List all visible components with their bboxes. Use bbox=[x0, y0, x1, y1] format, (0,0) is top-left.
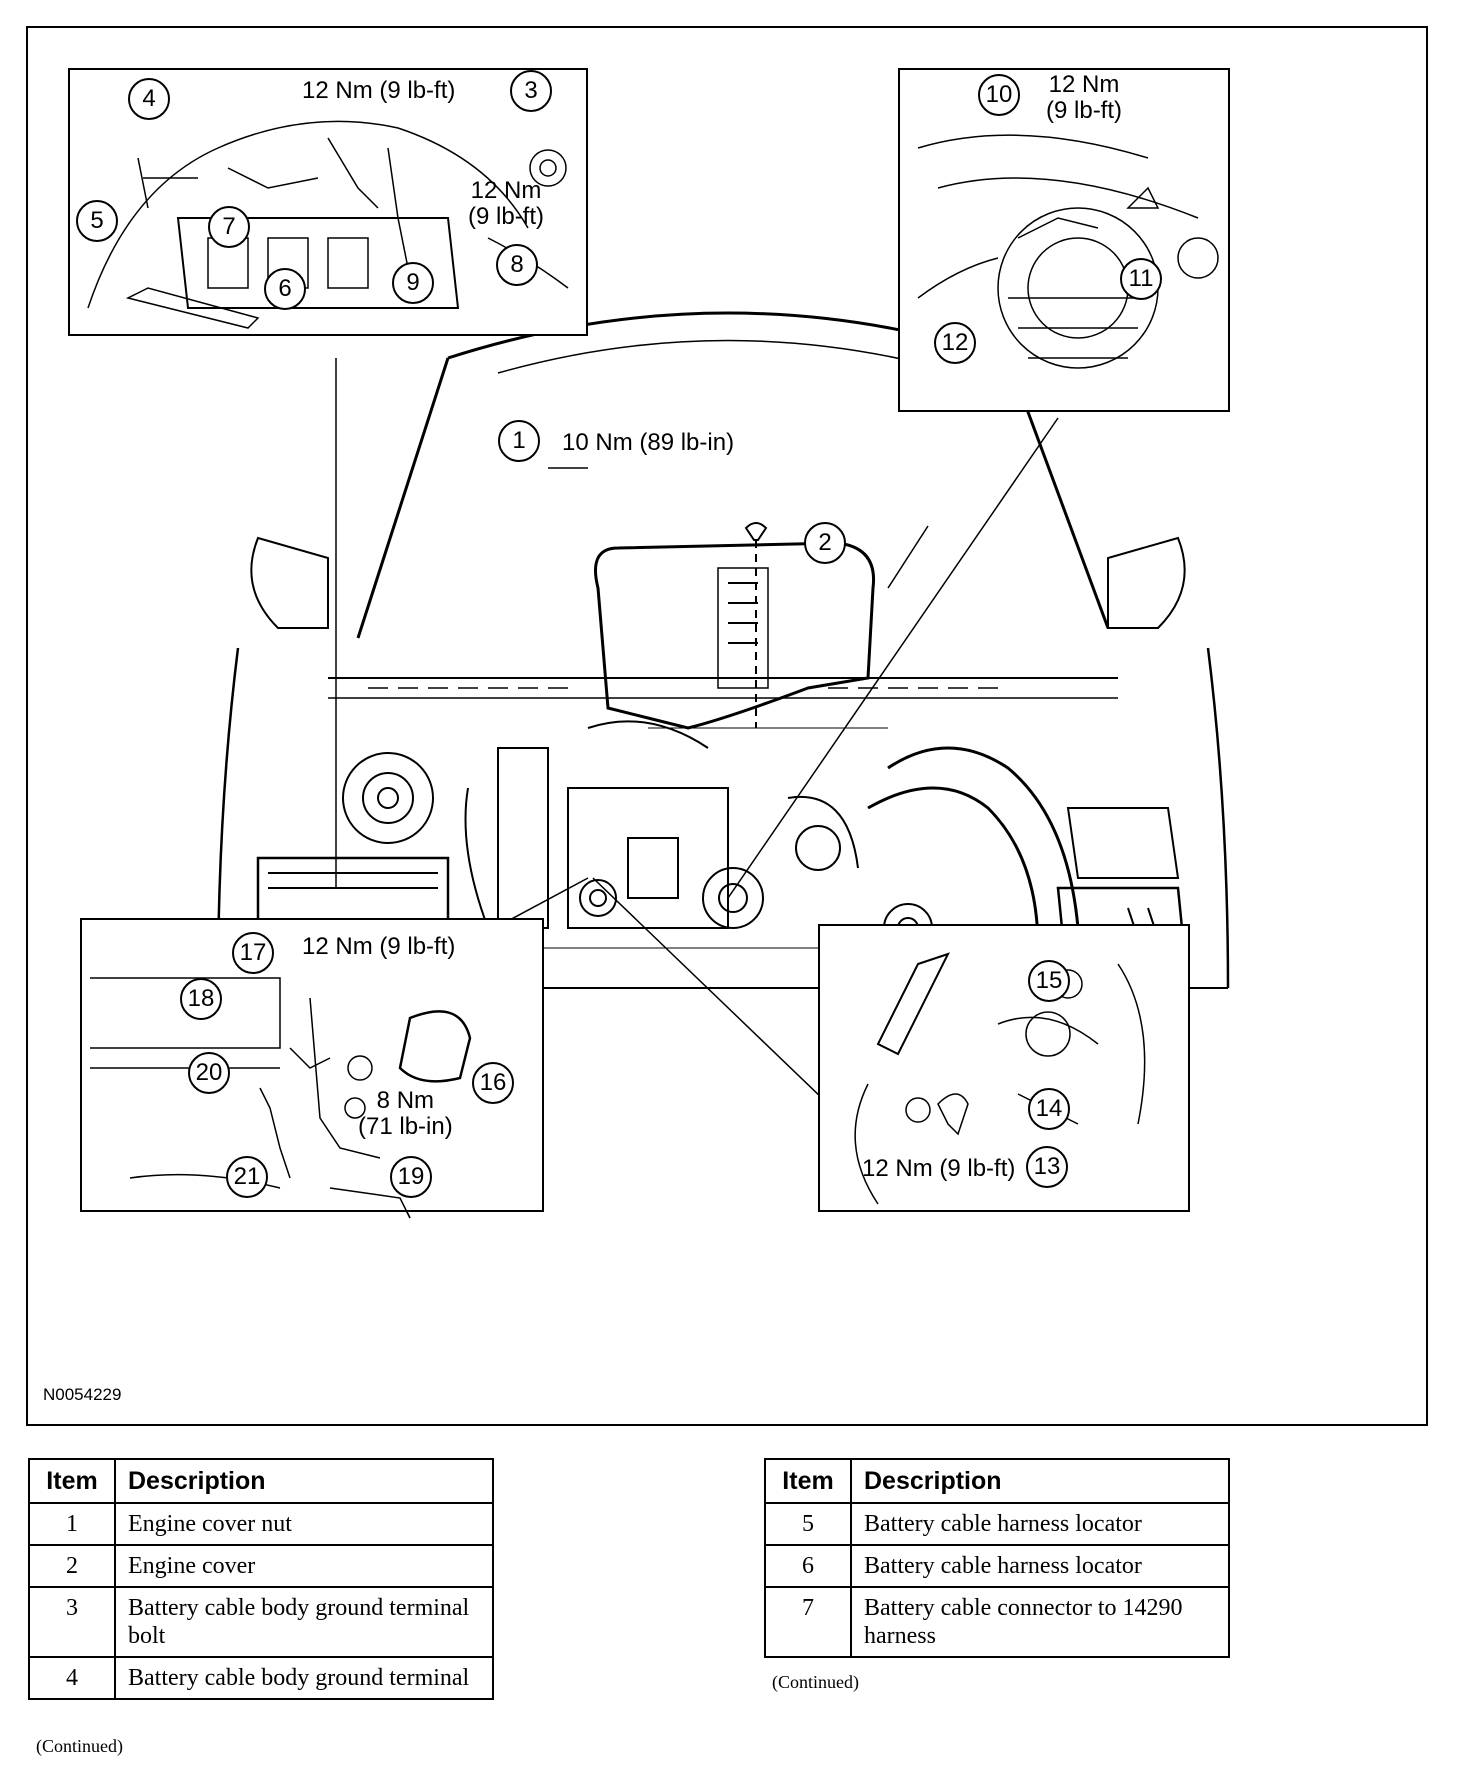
header-description: Description bbox=[114, 1458, 494, 1504]
item-number: 6 bbox=[764, 1544, 852, 1588]
callout-6: 6 bbox=[264, 268, 306, 310]
callout-16: 16 bbox=[472, 1062, 514, 1104]
callout-2: 2 bbox=[804, 522, 846, 564]
table-row: 4 Battery cable body ground terminal bbox=[28, 1656, 494, 1700]
callout-18: 18 bbox=[180, 978, 222, 1020]
item-description: Battery cable harness locator bbox=[850, 1502, 1230, 1546]
callout-9: 9 bbox=[392, 262, 434, 304]
callout-17: 17 bbox=[232, 932, 274, 974]
item-description: Engine cover bbox=[114, 1544, 494, 1588]
callout-5: 5 bbox=[76, 200, 118, 242]
callout-11: 11 bbox=[1120, 258, 1162, 300]
callout-20: 20 bbox=[188, 1052, 230, 1094]
callout-3: 3 bbox=[510, 70, 552, 112]
figure-id: N0054229 bbox=[43, 1385, 122, 1404]
item-description: Battery cable connector to 14290 harness bbox=[850, 1586, 1230, 1658]
inset-cable-harness bbox=[818, 924, 1190, 1212]
table-row: 1 Engine cover nut bbox=[28, 1502, 494, 1546]
header-description: Description bbox=[850, 1458, 1230, 1504]
callout-19: 19 bbox=[390, 1156, 432, 1198]
callout-13: 13 bbox=[1026, 1146, 1068, 1188]
callout-1: 1 bbox=[498, 420, 540, 462]
continued-note-right: (Continued) bbox=[772, 1672, 859, 1692]
header-item: Item bbox=[28, 1458, 116, 1504]
table-row: 3 Battery cable body ground terminal bol… bbox=[28, 1586, 494, 1658]
callout-8: 8 bbox=[496, 244, 538, 286]
inset-details bbox=[87, 120, 1219, 1219]
torque-label-8: 12 Nm (9 lb-ft) bbox=[468, 177, 545, 230]
torque-label-1: 10 Nm (89 lb-in) bbox=[562, 429, 735, 456]
item-description: Battery cable body ground terminal bbox=[114, 1656, 494, 1700]
table-row: 2 Engine cover bbox=[28, 1544, 494, 1588]
inset-starter bbox=[80, 918, 544, 1212]
table-row: 5 Battery cable harness locator bbox=[764, 1502, 1230, 1546]
item-number: 3 bbox=[28, 1586, 116, 1658]
item-number: 7 bbox=[764, 1586, 852, 1658]
callout-10: 10 bbox=[978, 74, 1020, 116]
torque-label-13: 12 Nm (9 lb-ft) bbox=[862, 1155, 1016, 1182]
torque-label-3: 12 Nm (9 lb-ft) bbox=[302, 77, 456, 104]
item-number: 5 bbox=[764, 1502, 852, 1546]
diagram-figure: 4 3 5 7 6 9 8 10 11 12 1 2 17 18 16 20 1… bbox=[26, 26, 1428, 1426]
table-row: 6 Battery cable harness locator bbox=[764, 1544, 1230, 1588]
item-number: 2 bbox=[28, 1544, 116, 1588]
item-description: Battery cable harness locator bbox=[850, 1544, 1230, 1588]
header-item: Item bbox=[764, 1458, 852, 1504]
item-number: 4 bbox=[28, 1656, 116, 1700]
callout-4: 4 bbox=[128, 78, 170, 120]
callout-21: 21 bbox=[226, 1156, 268, 1198]
legend-table-right: Item Description 5 Battery cable harness… bbox=[764, 1458, 1230, 1658]
torque-label-19: 8 Nm (71 lb-in) bbox=[358, 1087, 453, 1140]
callout-14: 14 bbox=[1028, 1088, 1070, 1130]
callout-7: 7 bbox=[208, 206, 250, 248]
callout-12: 12 bbox=[934, 322, 976, 364]
torque-label-10: 12 Nm (9 lb-ft) bbox=[1046, 71, 1123, 124]
item-description: Engine cover nut bbox=[114, 1502, 494, 1546]
callout-15: 15 bbox=[1028, 960, 1070, 1002]
continued-note-left: (Continued) bbox=[36, 1736, 123, 1756]
table-row: 7 Battery cable connector to 14290 harne… bbox=[764, 1586, 1230, 1658]
item-description: Battery cable body ground terminal bolt bbox=[114, 1586, 494, 1658]
torque-label-17: 12 Nm (9 lb-ft) bbox=[302, 933, 456, 960]
legend-table-left: Item Description 1 Engine cover nut 2 En… bbox=[28, 1458, 494, 1700]
item-number: 1 bbox=[28, 1502, 116, 1546]
